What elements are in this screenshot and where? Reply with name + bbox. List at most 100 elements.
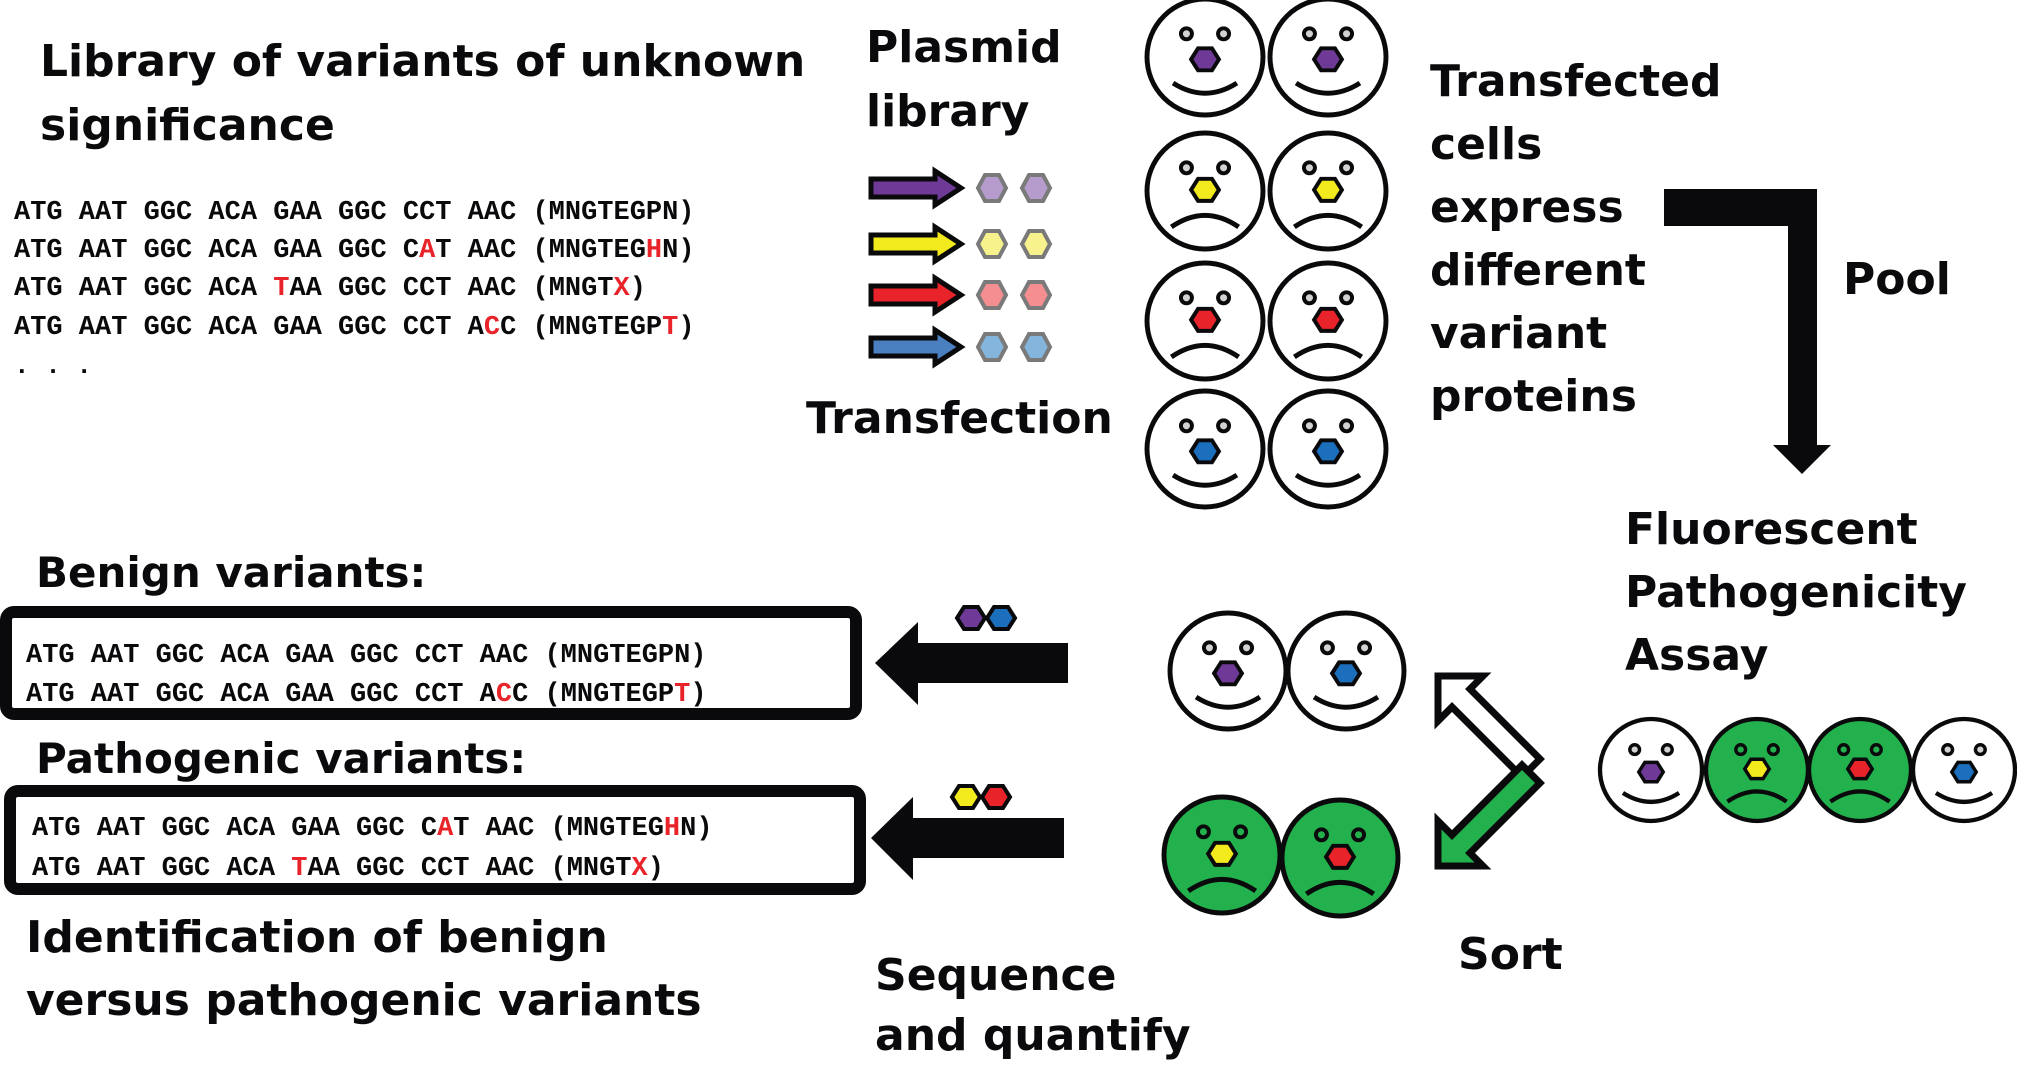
- assay-cell-blue: [1910, 716, 2017, 824]
- cell-eye: [1357, 640, 1373, 656]
- plasmid-variant-red: [868, 273, 1053, 317]
- blue-protein-icon: [1329, 660, 1363, 687]
- sequence-segment: ATG AAT GGC ACA GAA GGC CCT AAC (MNGTEGP…: [14, 198, 695, 228]
- sequence-segment: ): [690, 680, 706, 710]
- purple-protein-icon: [1188, 46, 1222, 73]
- frown-icon: [1726, 789, 1788, 804]
- purple-protein-icon: [1311, 46, 1345, 73]
- blue-plasmid-hex-icon: [1019, 332, 1053, 362]
- smile-icon: [1312, 694, 1380, 710]
- cell-eye: [1339, 26, 1355, 42]
- library-title-line-2: significance: [40, 100, 335, 151]
- pathogenic-sequence-list: ATG AAT GGC ACA GAA GGC CAT AAC (MNGTEGH…: [32, 814, 713, 884]
- cell-eye: [1301, 290, 1317, 306]
- sequence-row: ATG AAT GGC ACA GAA GGC CAT AAC (MNGTEGH…: [32, 814, 713, 844]
- mutation-highlight: A: [419, 236, 436, 266]
- pathogenic-red-hex-icon: [979, 784, 1013, 810]
- smile-icon: [1171, 80, 1239, 96]
- sort-arrow-up-icon: [1434, 672, 1545, 782]
- sorted-pathogenic-cells: [1161, 794, 1401, 919]
- cell-blue: [1144, 388, 1266, 510]
- sequence-row: ATG AAT GGC ACA GAA GGC CAT AAC (MNGTEGH…: [14, 236, 695, 266]
- sequence-segment: ATG AAT GGC ACA GAA GGC C: [14, 236, 419, 266]
- sort-label: Sort: [1458, 929, 1563, 980]
- arrow-right-icon: [868, 166, 966, 210]
- sequence-label-line-1: Sequence: [875, 950, 1116, 1001]
- arrow-right-icon: [868, 273, 966, 317]
- assay-cell-yellow: [1703, 716, 1811, 824]
- pathogenic-cell-yellow: [1161, 794, 1283, 916]
- pathogenic-protein-pair: [949, 784, 1013, 810]
- cell-eye: [1178, 26, 1194, 42]
- assay-cell-row: [1597, 716, 2017, 824]
- cell-eye: [1216, 26, 1232, 42]
- sequence-segment: ): [678, 313, 694, 343]
- mutation-highlight: C: [484, 313, 500, 343]
- smile-icon: [1621, 791, 1681, 805]
- benign-sequence-list: ATG AAT GGC ACA GAA GGC CCT AAC (MNGTEGP…: [26, 641, 707, 710]
- red-protein-icon: [1188, 306, 1222, 333]
- assay-cell-purple: [1597, 716, 1705, 824]
- transfected-label-line: proteins: [1430, 371, 1637, 422]
- plasmid-variant-blue: [868, 325, 1053, 369]
- sequence-label: Sequence and quantify: [875, 950, 1191, 1061]
- cell-purple: [1267, 0, 1389, 118]
- sequence-row: ATG AAT GGC ACA TAA GGC CCT AAC (MNGTX): [32, 854, 664, 884]
- cell-eye: [1734, 743, 1748, 757]
- mutation-highlight: T: [291, 854, 307, 884]
- sequence-row: ATG AAT GGC ACA GAA GGC CCT ACC (MNGTEGP…: [14, 313, 695, 343]
- assay-cell-red: [1806, 716, 1914, 824]
- cell-eye: [1216, 290, 1232, 306]
- pathogenic-sequence-arrow-icon: [871, 797, 1064, 880]
- sequence-row: ATG AAT GGC ACA GAA GGC CCT AAC (MNGTEGP…: [14, 198, 695, 228]
- mutation-highlight: X: [614, 274, 631, 304]
- sequence-row: ATG AAT GGC ACA GAA GGC CCT ACC (MNGTEGP…: [26, 680, 707, 710]
- blue-protein-icon: [1949, 760, 1979, 784]
- yellow-protein-icon: [1311, 176, 1345, 203]
- transfected-label-line: variant: [1430, 308, 1607, 359]
- cell-eye: [1339, 418, 1355, 434]
- smile-icon: [1934, 791, 1994, 805]
- pathogenic-variants-box: [4, 785, 866, 895]
- cell-eye: [1941, 743, 1955, 757]
- cell-eye: [1351, 827, 1367, 843]
- cell-eye: [1766, 743, 1780, 757]
- cell-yellow: [1267, 130, 1389, 252]
- sequence-segment: ): [648, 854, 664, 884]
- library-ellipsis: . . .: [14, 351, 92, 381]
- plasmid-title: Plasmid library: [866, 22, 1062, 137]
- sequence-segment: C (MNGTEGP: [512, 680, 674, 710]
- assay-title: Fluorescent Pathogenicity Assay: [1625, 504, 1967, 681]
- sequence-segment: AA GGC CCT AAC (MNGT: [289, 274, 613, 304]
- mutation-highlight: H: [664, 814, 680, 844]
- smile-icon: [1171, 472, 1239, 488]
- arrow-right-icon: [868, 325, 966, 369]
- library-title-line-1: Library of variants of unknown: [40, 36, 805, 87]
- sequence-segment: ATG AAT GGC ACA: [14, 274, 273, 304]
- cell-blue: [1267, 388, 1389, 510]
- cell-eye: [1301, 160, 1317, 176]
- benign-purple-hex-icon: [954, 605, 988, 631]
- sequence-segment: AA GGC CCT AAC (MNGT: [307, 854, 631, 884]
- mutation-highlight: C: [496, 680, 512, 710]
- frown-icon: [1169, 213, 1241, 230]
- cell-eye: [1239, 640, 1255, 656]
- mutation-highlight: X: [632, 854, 649, 884]
- cell-red: [1144, 260, 1266, 382]
- sequence-segment: T AAC (MNGTEG: [453, 814, 664, 844]
- blue-protein-icon: [1188, 438, 1222, 465]
- red-plasmid-hex-icon: [1019, 280, 1053, 310]
- sequence-segment: ): [630, 274, 646, 304]
- benign-cell-purple: [1167, 610, 1289, 732]
- cell-eye: [1216, 160, 1232, 176]
- transfected-label-line: Transfected: [1430, 56, 1722, 107]
- arrow-right-icon: [868, 222, 966, 266]
- pool-arrow-icon: [1664, 189, 1831, 474]
- cell-yellow: [1144, 130, 1266, 252]
- transfected-label-line: cells: [1430, 119, 1542, 170]
- mutation-highlight: T: [662, 313, 678, 343]
- yellow-protein-icon: [1205, 840, 1239, 867]
- benign-protein-pair: [954, 605, 1018, 631]
- sequence-segment: N): [662, 236, 694, 266]
- sequence-segment: C (MNGTEGP: [500, 313, 662, 343]
